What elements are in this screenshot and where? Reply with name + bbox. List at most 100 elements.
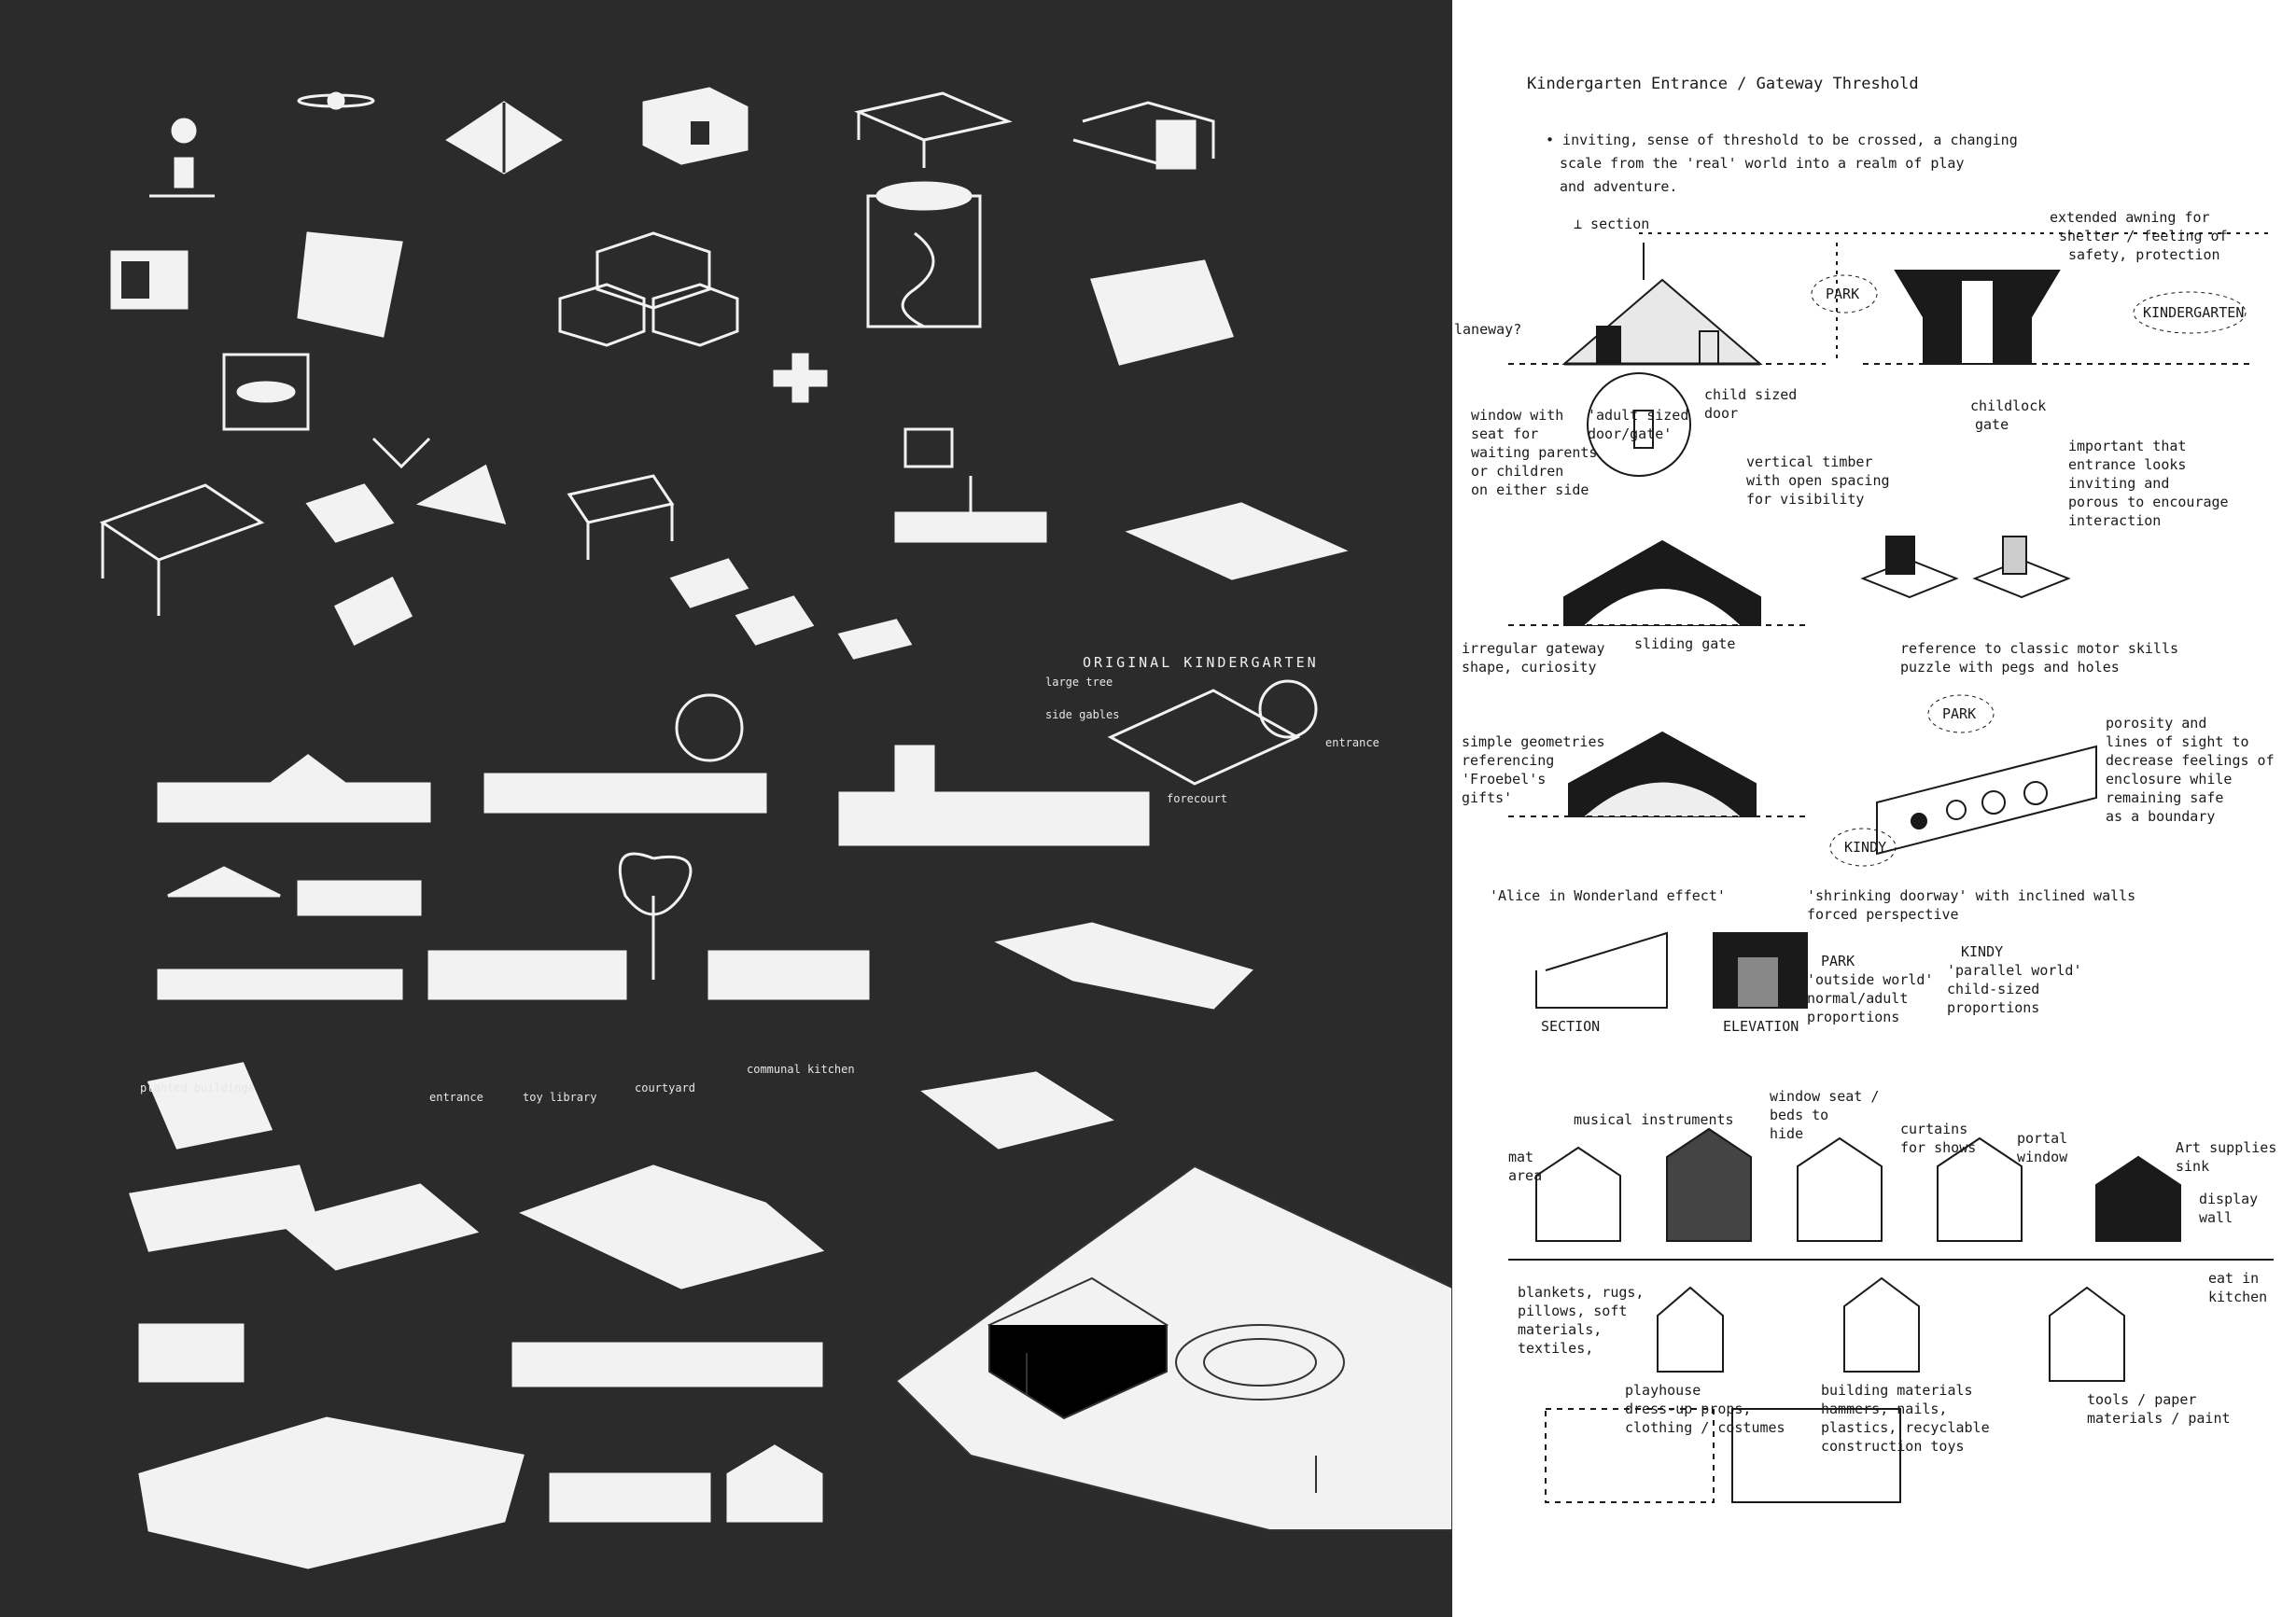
- sketch-small-room: [110, 250, 189, 310]
- playhouse-note: dress-up props,: [1625, 1401, 1751, 1417]
- window-note: or children: [1471, 463, 1563, 480]
- sketch-label: planted buildings: [140, 1081, 255, 1094]
- mat-note: mat: [1508, 1149, 1533, 1165]
- childlock-note: childlock: [1970, 397, 2046, 414]
- building-note: plastics, recyclable: [1821, 1419, 1990, 1436]
- intro-line: scale from the 'real' world into a realm…: [1560, 155, 1964, 172]
- sketch-hexagon-cluster: [558, 231, 739, 347]
- intro-line: and adventure.: [1560, 178, 1677, 195]
- park-tag-outline: [1811, 274, 1878, 314]
- display-note: display: [2199, 1191, 2258, 1207]
- sketch-aerial-kinder: [994, 922, 1253, 1010]
- sketch-axo-a: [147, 1062, 273, 1150]
- portal-note: portal: [2017, 1130, 2067, 1147]
- left-sketch-panel: ORIGINAL KINDERGARTEN large tree side ga…: [0, 0, 1452, 1617]
- playhouse-row-sketch: [1508, 1127, 2274, 1503]
- sketch-axo-c: [129, 1164, 480, 1271]
- building-note: construction toys: [1821, 1438, 1965, 1455]
- froebel-gateway-sketch: [1508, 731, 1807, 817]
- park-tag-outline: [1927, 694, 1995, 733]
- timber-note: for visibility: [1746, 491, 1864, 508]
- sketch-section-a: [157, 754, 431, 823]
- sketch-section-e: [549, 1444, 823, 1523]
- sketch-play-structure: [1072, 101, 1215, 170]
- blankets-note: materials,: [1518, 1321, 1602, 1338]
- important-note: important that: [2068, 438, 2186, 454]
- sketch-axo-b: [920, 1071, 1114, 1150]
- park-proportions: PARK: [1821, 953, 1855, 969]
- intro-line: • inviting, sense of threshold to be cro…: [1546, 132, 2018, 148]
- kindy-proportions: child-sized: [1947, 981, 2039, 997]
- kitchen-note: kitchen: [2208, 1289, 2267, 1305]
- sketch-open-cube: [222, 353, 310, 431]
- sliding-note: sliding gate: [1634, 635, 1735, 652]
- sketch-leaning-slabs: [333, 558, 913, 660]
- geometric-note: simple geometries: [1462, 733, 1605, 750]
- shrinking-note: forced perspective: [1807, 906, 1959, 923]
- window-seat-note: hide: [1770, 1125, 1803, 1142]
- alice-note: 'Alice in Wonderland effect': [1490, 887, 1726, 904]
- sketch-elevation-long: [511, 1342, 823, 1387]
- sketch-original-kinder: [1107, 679, 1318, 786]
- curtains-note: for shows: [1900, 1139, 1976, 1156]
- peg-puzzle-sketch: [1860, 536, 2071, 599]
- section-mark: ⊥ section: [1574, 216, 1649, 232]
- sketch-pyramid-roof: [445, 101, 563, 174]
- sketch-label: side gables: [1045, 708, 1119, 721]
- sketch-section-c: [167, 866, 422, 916]
- timber-note: vertical timber: [1746, 453, 1872, 470]
- reference-note: puzzle with pegs and holes: [1900, 659, 2120, 676]
- important-note: interaction: [2068, 512, 2161, 529]
- page-title: Kindergarten Entrance / Gateway Threshol…: [1527, 75, 1919, 93]
- tools-note: tools / paper: [2087, 1391, 2196, 1408]
- sketch-diagram-boxes: [894, 427, 1047, 543]
- kindy-proportions: 'parallel world': [1947, 962, 2082, 979]
- important-note: entrance looks: [2068, 456, 2186, 473]
- sketch-long-platform: [99, 483, 265, 616]
- sketch-disc-form: [297, 91, 375, 110]
- musical-note: musical instruments: [1574, 1111, 1734, 1128]
- park-proportions: proportions: [1807, 1009, 1899, 1025]
- porosity-note: as a boundary: [2106, 808, 2215, 825]
- window-note: on either side: [1471, 481, 1589, 498]
- adult-door-note: 'adult sized: [1588, 407, 1688, 424]
- awning-note: safety, protection: [2068, 246, 2220, 263]
- awning-note: extended awning for: [2050, 209, 2210, 226]
- curtains-note: curtains: [1900, 1121, 1967, 1137]
- right-annotation-drawing: Kindergarten Entrance / Gateway Threshol…: [1454, 75, 2276, 1503]
- geometric-note: 'Froebel's: [1462, 771, 1546, 788]
- sketch-tower-stair: [866, 181, 982, 328]
- window-note: seat for: [1471, 425, 1538, 442]
- kindy-tag: KINDY: [1844, 839, 1886, 856]
- sketch-label: large tree: [1045, 676, 1113, 689]
- porosity-note: lines of sight to: [2106, 733, 2249, 750]
- mat-note: area: [1508, 1167, 1542, 1184]
- blankets-note: pillows, soft: [1518, 1303, 1627, 1319]
- kinder-tag-outline: [2133, 291, 2247, 334]
- sketch-label: courtyard: [635, 1081, 695, 1094]
- sketch-masterplan: [838, 745, 1150, 846]
- adult-door-note: door/gate': [1588, 425, 1672, 442]
- sketch-label: entrance: [429, 1091, 483, 1104]
- irregular-note: irregular gateway: [1462, 640, 1605, 657]
- kindy-proportions: proportions: [1947, 999, 2039, 1016]
- window-seat-note: beds to: [1770, 1107, 1828, 1123]
- shrinking-note: 'shrinking doorway' with inclined walls: [1807, 887, 2135, 904]
- original-kinder-heading: ORIGINAL KINDERGARTEN: [1083, 654, 1319, 671]
- section-label: SECTION: [1541, 1018, 1600, 1035]
- sketch-cube-box: [642, 87, 749, 165]
- sketch-label: forecourt: [1167, 792, 1227, 805]
- blankets-note: blankets, rugs,: [1518, 1284, 1644, 1301]
- important-note: inviting and: [2068, 475, 2169, 492]
- shrinking-doorway-sketch: [1535, 931, 1808, 1009]
- portal-note: window: [2017, 1149, 2068, 1165]
- sketch-section-d: [157, 950, 870, 1000]
- sketch-section-b: [483, 693, 767, 814]
- important-note: porous to encourage: [2068, 494, 2229, 510]
- display-note: wall: [2199, 1209, 2233, 1226]
- porosity-note: remaining safe: [2106, 789, 2223, 806]
- arch-gateway-sketch: [1508, 539, 1807, 626]
- sketch-axo-d: [519, 1164, 825, 1289]
- gate-elevation-sketch: [1587, 243, 2255, 477]
